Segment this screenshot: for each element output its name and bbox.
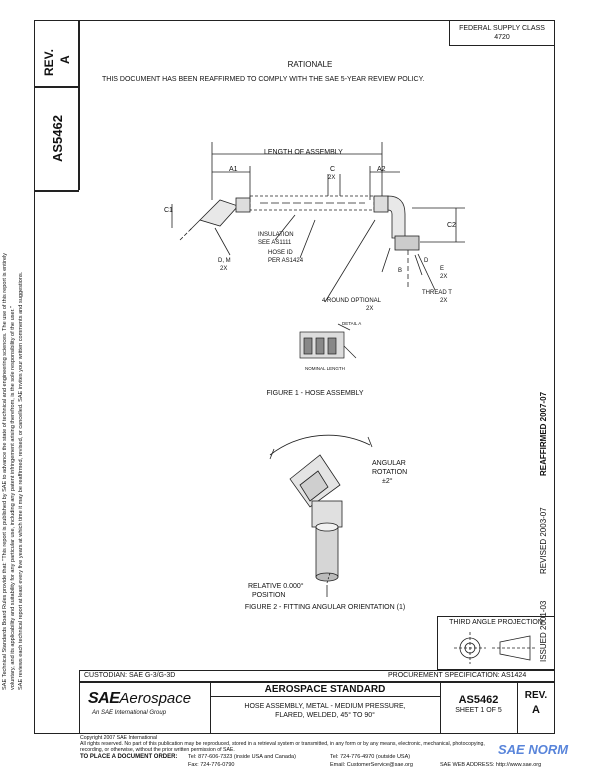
title-block-divider-1 [210, 682, 211, 734]
third-angle-projection-label: THIRD ANGLE PROJECTION [449, 619, 543, 626]
title-block-divider-h [210, 696, 440, 697]
fig1-a1-label: A1 [229, 166, 238, 173]
fig2-position-label: POSITION [252, 592, 286, 599]
fig1-dm-2x: 2X [220, 266, 228, 272]
aerospace-standard-title: AEROSPACE STANDARD [264, 684, 386, 695]
revised-date: REVISED 2003-07 [539, 507, 548, 574]
fig1-e-2x: 2X [440, 274, 448, 280]
left-column-split-1 [34, 86, 79, 88]
figure1-detail-drawing [299, 323, 357, 359]
fig1-c-label: C [330, 166, 336, 173]
footer-rev-value: A [532, 704, 540, 716]
left-column-split-2 [34, 190, 79, 192]
header-rev-label: REV. [42, 49, 56, 76]
fig1-insulation-spec: SEE AS1111 [258, 240, 292, 246]
order-tel2: Tel: 724-776-4970 (outside USA) [330, 754, 411, 760]
fig1-thread-label: THREAD T [422, 290, 452, 296]
reaffirmed-date: REAFFIRMED 2007-07 [539, 391, 548, 476]
figure1-caption: FIGURE 1 - HOSE ASSEMBLY [266, 390, 364, 397]
rationale-text: THIS DOCUMENT HAS BEEN REAFFIRMED TO COM… [102, 76, 425, 83]
custodian-row [79, 670, 555, 682]
fig1-round-optional-label: 4 ROUND OPTIONAL [322, 298, 382, 304]
side-notice-line1: SAE Technical Standards Board Rules prov… [2, 252, 8, 690]
footer-doc-number: AS5462 [458, 694, 499, 706]
copyright-line2: All rights reserved. No part of this pub… [80, 741, 485, 747]
side-notice-line2: voluntary, and its applicability and sui… [10, 306, 16, 690]
fig1-dm-label: D, M [218, 258, 231, 264]
fig1-length-label: LENGTH OF ASSEMBLY [264, 149, 343, 156]
header-rev-value: A [58, 55, 72, 64]
sae-norm-watermark: SAE NORM [498, 742, 569, 757]
left-column-divider [78, 20, 80, 190]
document-description-line2: FLARED, WELDED, 45° TO 90° [275, 712, 375, 719]
rationale-title: RATIONALE [287, 60, 333, 69]
fig1-d-label: D [424, 258, 429, 264]
order-fax: Fax: 724-776-0790 [188, 762, 235, 768]
title-block-divider-3 [517, 682, 518, 734]
document-description-line1: HOSE ASSEMBLY, METAL - MEDIUM PRESSURE, [244, 703, 406, 710]
fig1-e-label: E [440, 266, 445, 272]
procurement-text: PROCUREMENT SPECIFICATION: AS1424 [388, 672, 527, 679]
order-tel1: Tel: 877-606-7323 (inside USA and Canada… [188, 754, 296, 760]
footer-sheet-number: SHEET 1 OF 5 [455, 707, 502, 714]
title-block [79, 682, 555, 734]
federal-supply-class-box [449, 20, 555, 46]
header-doc-number: AS5462 [50, 115, 65, 162]
order-email: Email: CustomerService@sae.org [330, 762, 413, 768]
order-web[interactable]: SAE WEB ADDRESS: http://www.sae.org [440, 762, 542, 768]
federal-supply-class-value: 4720 [494, 34, 510, 41]
sae-logo-subtitle: An SAE International Group [92, 710, 167, 716]
custodian-text: CUSTODIAN: SAE G-3/G-3D [84, 672, 176, 679]
fig1-c1-label: C1 [164, 207, 173, 214]
fig1-detail-note: NOMINAL LENGTH [305, 366, 345, 371]
fig2-rotation-tolerance: ±2° [382, 478, 393, 485]
fig1-a2-label: A2 [377, 166, 386, 173]
fig1-detail-label: DETAIL A [342, 321, 362, 326]
figure1-hose-assembly-drawing [171, 142, 465, 303]
copyright-line1: Copyright 2007 SAE International [80, 735, 157, 741]
fig1-thread-2x: 2X [440, 298, 448, 304]
sae-aerospace-logo: SAEAerospace [88, 690, 191, 708]
fig2-angular-label: ANGULAR [372, 460, 406, 467]
fig1-hose-id-spec: PER AS1424 [268, 258, 304, 264]
aerospace-logo-word: Aerospace [119, 690, 192, 707]
fig1-b-label: B [398, 268, 403, 274]
fig1-c-2x-label: 2X [328, 175, 336, 181]
figure2-caption: FIGURE 2 - FITTING ANGULAR ORIENTATION (… [244, 604, 406, 611]
third-angle-projection-symbol [454, 632, 536, 664]
fig1-hose-id-label: HOSE ID [268, 250, 293, 256]
figure2-angular-orientation-drawing [269, 434, 373, 597]
side-notice-line3: SAE reviews each technical report at lea… [18, 271, 24, 690]
fig1-round-optional-2x: 2X [366, 306, 374, 312]
footer-rev-label: REV. [524, 690, 548, 701]
sae-logo-mark: SAE [88, 690, 120, 707]
fig1-insulation-label: INSULATION [258, 232, 294, 238]
fig2-rotation-label: ROTATION [372, 469, 408, 476]
federal-supply-class-label: FEDERAL SUPPLY CLASS [459, 25, 545, 32]
order-label: TO PLACE A DOCUMENT ORDER: [80, 754, 178, 760]
third-angle-projection-box [437, 616, 555, 670]
fig2-relative-label: RELATIVE 0.000° [248, 583, 304, 590]
fig1-c2-label: C2 [447, 222, 456, 229]
title-block-divider-2 [440, 682, 441, 734]
copyright-line3: recording, or otherwise, without the pri… [80, 747, 235, 753]
